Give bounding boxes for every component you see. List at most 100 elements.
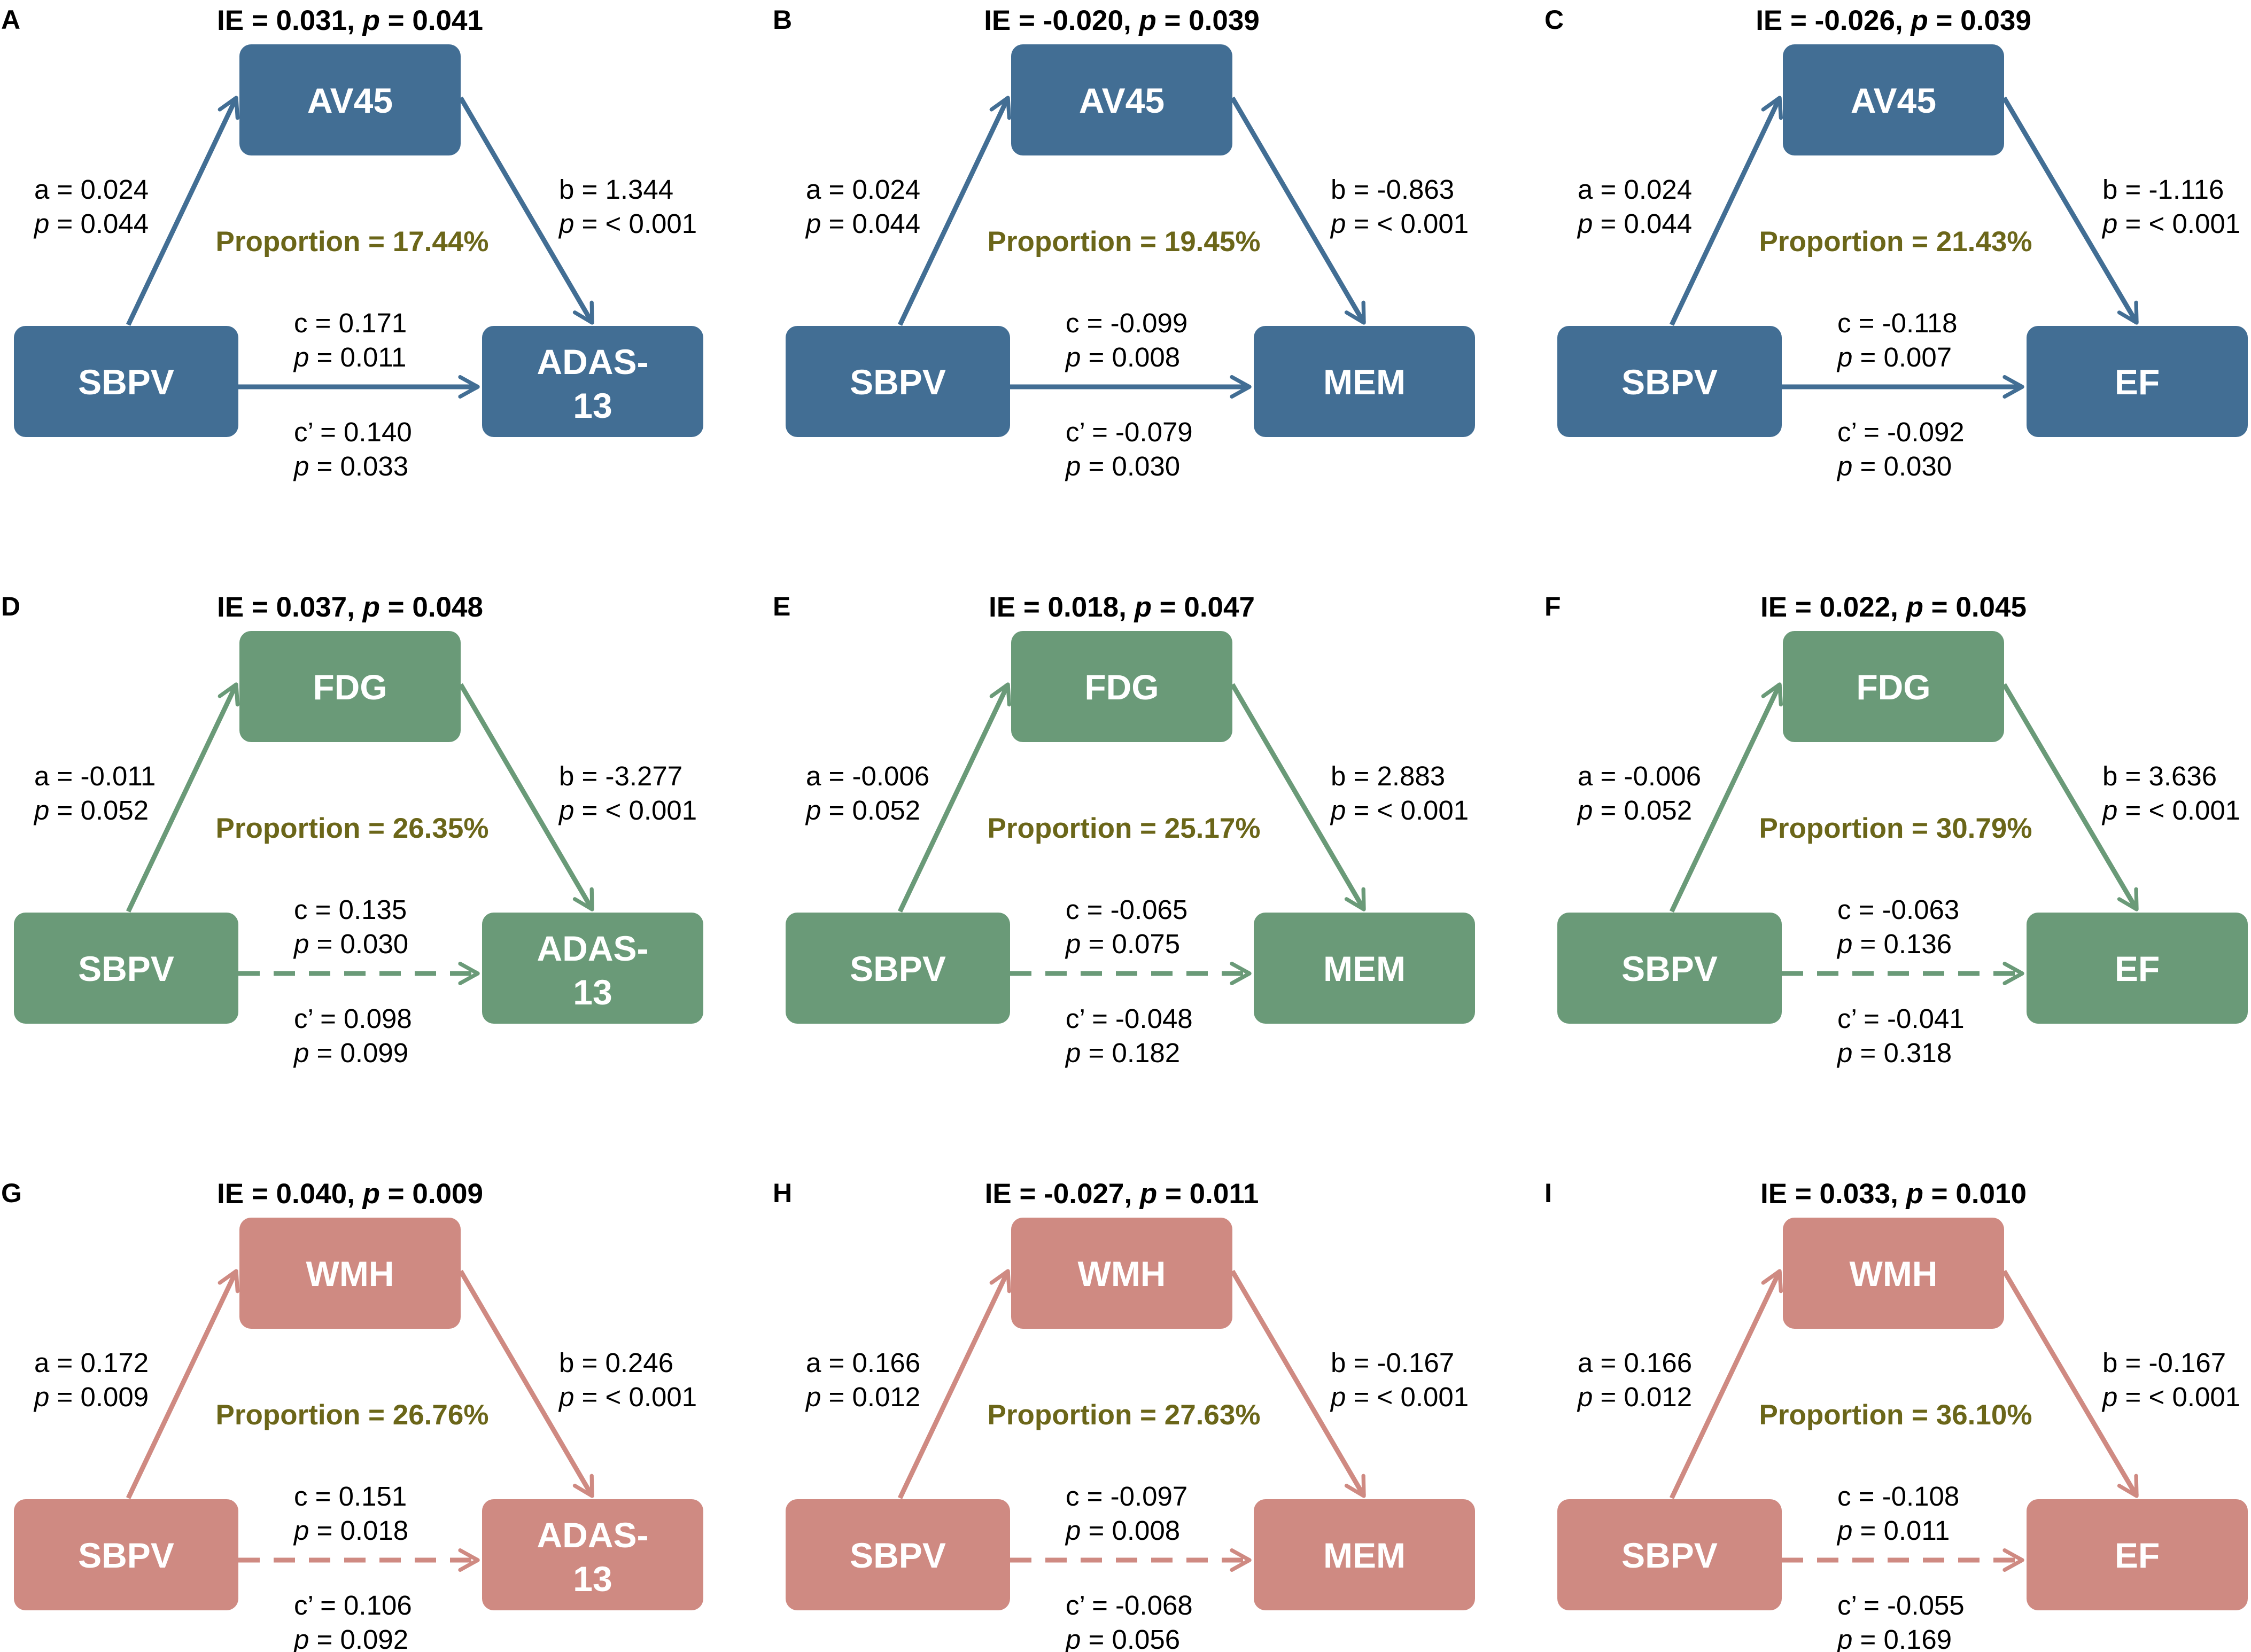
path-cprime-coef: c’ = -0.068 <box>1066 1590 1193 1620</box>
path-b-pvalue: p = < 0.001 <box>1330 795 1469 825</box>
mediator-box: WMH <box>1783 1218 2004 1329</box>
mediator-box-shape <box>239 44 461 155</box>
path-b-pvalue: p = < 0.001 <box>2101 795 2240 825</box>
predictor-box: SBPV <box>786 913 1010 1024</box>
predictor-box-label: SBPV <box>850 362 946 402</box>
predictor-box-shape <box>14 913 238 1024</box>
indirect-effect-label: IE = 0.040, p = 0.009 <box>217 1178 483 1210</box>
mediator-box-label: WMH <box>306 1254 394 1293</box>
mediator-box-label: AV45 <box>1079 81 1165 120</box>
path-a-arrow <box>126 1269 240 1499</box>
path-cprime-coef: c’ = -0.048 <box>1066 1003 1193 1034</box>
predictor-box-shape <box>1557 1499 1782 1610</box>
predictor-box: SBPV <box>786 326 1010 437</box>
predictor-box-shape <box>786 913 1010 1024</box>
path-b-arrow <box>2002 96 2139 325</box>
indirect-effect-label: IE = 0.018, p = 0.047 <box>989 591 1255 623</box>
path-a-coef: a = -0.011 <box>34 761 156 791</box>
outcome-box-shape <box>2027 913 2248 1024</box>
panel-letter: H <box>773 1178 792 1208</box>
path-c-coef: c = 0.171 <box>294 308 407 338</box>
path-c-pvalue: p = 0.075 <box>1065 929 1180 959</box>
predictor-box: SBPV <box>1557 1499 1782 1610</box>
outcome-box-shape <box>1254 326 1475 437</box>
path-b-coef: b = 3.636 <box>2102 761 2217 791</box>
proportion-mediated: Proportion = 26.76% <box>215 1399 488 1431</box>
path-b-pvalue: p = < 0.001 <box>558 795 697 825</box>
outcome-box-label: MEM <box>1323 1536 1406 1575</box>
path-b-pvalue: p = < 0.001 <box>1330 1382 1469 1412</box>
path-a-arrow <box>897 682 1012 913</box>
outcome-box-label-line2: 13 <box>573 386 612 425</box>
path-b-arrow <box>1230 683 1366 911</box>
path-b-coef: b = -3.277 <box>559 761 682 791</box>
predictor-box-shape <box>786 1499 1010 1610</box>
mediator-box-shape <box>1783 631 2004 742</box>
proportion-mediated: Proportion = 30.79% <box>1759 813 2032 844</box>
path-c-pvalue: p = 0.030 <box>293 929 408 959</box>
path-c-pvalue: p = 0.007 <box>1836 342 1952 372</box>
path-b-coef: b = 1.344 <box>559 174 673 205</box>
panel-letter: B <box>773 5 792 35</box>
path-a-arrow <box>1669 682 1783 913</box>
predictor-box-label: SBPV <box>1621 362 1718 402</box>
predictor-box: SBPV <box>1557 913 1782 1024</box>
path-b-pvalue: p = < 0.001 <box>558 208 697 239</box>
mediator-box: FDG <box>239 631 461 742</box>
outcome-box: EF <box>2027 1499 2248 1610</box>
outcome-box-label-line2: 13 <box>573 1559 612 1599</box>
path-cprime-coef: c’ = -0.079 <box>1066 417 1193 447</box>
path-a-arrow <box>126 682 240 913</box>
mediator-box-shape <box>239 631 461 742</box>
predictor-box: SBPV <box>786 1499 1010 1610</box>
path-c-pvalue: p = 0.011 <box>293 342 406 372</box>
proportion-mediated: Proportion = 21.43% <box>1759 226 2032 258</box>
outcome-box-shape <box>2027 326 2248 437</box>
outcome-box: EF <box>2027 326 2248 437</box>
proportion-mediated: Proportion = 26.35% <box>215 813 488 844</box>
mediator-box-shape <box>1783 44 2004 155</box>
path-b-pvalue: p = < 0.001 <box>1330 208 1469 239</box>
mediator-box-label: AV45 <box>307 81 393 120</box>
path-c-coef: c = -0.108 <box>1837 1481 1959 1511</box>
path-b-arrow <box>2002 1269 2139 1498</box>
path-cprime-coef: c’ = -0.055 <box>1837 1590 1965 1620</box>
outcome-box-shape <box>2027 1499 2248 1610</box>
path-a-arrow <box>1669 1269 1783 1499</box>
path-cprime-pvalue: p = 0.169 <box>1836 1624 1952 1652</box>
proportion-mediated: Proportion = 27.63% <box>987 1399 1260 1431</box>
path-a-coef: a = 0.024 <box>806 174 920 205</box>
outcome-box: MEM <box>1254 913 1475 1024</box>
outcome-box-shape <box>482 326 703 437</box>
outcome-box-label: MEM <box>1323 362 1406 402</box>
path-c-pvalue: p = 0.008 <box>1065 1515 1180 1546</box>
outcome-box-label: MEM <box>1323 949 1406 988</box>
path-c-coef: c = -0.065 <box>1066 894 1187 925</box>
predictor-box-label: SBPV <box>78 949 174 988</box>
predictor-box-shape <box>14 326 238 437</box>
proportion-mediated: Proportion = 25.17% <box>987 813 1260 844</box>
indirect-effect-label: IE = -0.020, p = 0.039 <box>984 5 1260 36</box>
path-a-coef: a = 0.024 <box>34 174 149 205</box>
mediator-box: AV45 <box>1011 44 1232 155</box>
path-a-pvalue: p = 0.012 <box>805 1382 920 1412</box>
path-cprime-pvalue: p = 0.056 <box>1065 1624 1180 1652</box>
path-c-pvalue: p = 0.008 <box>1065 342 1180 372</box>
path-b-pvalue: p = < 0.001 <box>2101 1382 2240 1412</box>
predictor-box: SBPV <box>14 913 238 1024</box>
path-a-arrow <box>1669 96 1783 326</box>
panel-letter: A <box>1 5 20 35</box>
outcome-box-label: EF <box>2115 949 2160 988</box>
path-c-pvalue: p = 0.011 <box>1836 1515 1950 1546</box>
mediator-box-label: FDG <box>1856 667 1930 707</box>
panel-letter: G <box>1 1178 22 1208</box>
panel-letter: D <box>1 591 20 621</box>
mediator-box: FDG <box>1783 631 2004 742</box>
indirect-effect-label: IE = -0.026, p = 0.039 <box>1756 5 2031 36</box>
path-cprime-coef: c’ = -0.041 <box>1837 1003 1965 1034</box>
mediator-box-label: AV45 <box>1851 81 1936 120</box>
path-c-coef: c = -0.097 <box>1066 1481 1187 1511</box>
